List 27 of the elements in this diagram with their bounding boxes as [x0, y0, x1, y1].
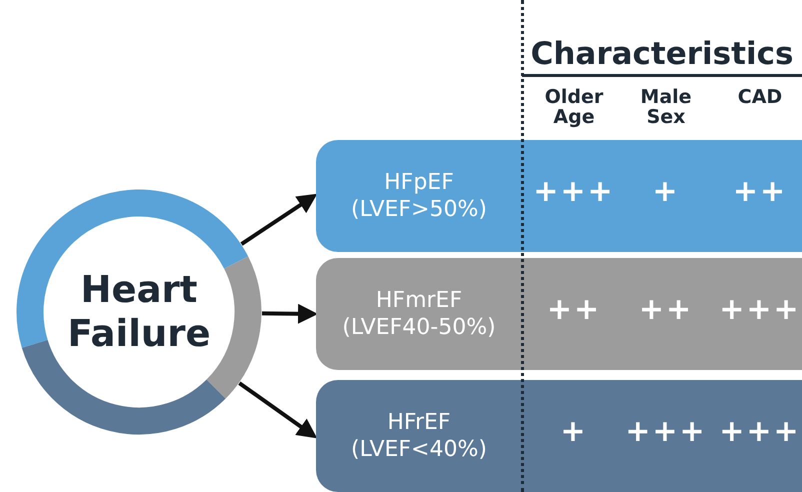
arrow — [262, 304, 318, 324]
rating-marks: +++ — [532, 174, 616, 209]
arrow — [238, 381, 318, 438]
rating-marks: ++ — [732, 174, 788, 209]
rating-marks: +++ — [624, 414, 708, 449]
rating-marks: +++ — [718, 292, 802, 327]
category-label: (LVEF>50%) — [351, 196, 487, 224]
category-label: (LVEF<40%) — [351, 436, 487, 464]
column-header: Older Age — [544, 88, 604, 128]
category-label: HFmrEF — [376, 286, 462, 314]
section-heading: Characteristics — [522, 36, 802, 77]
ring-title: Heart Failure — [66, 268, 212, 356]
category-band — [316, 140, 802, 252]
arrow — [240, 194, 318, 246]
rating-marks: + — [559, 414, 589, 449]
rating-marks: ++ — [638, 292, 694, 327]
ring-circle — [16, 189, 262, 435]
category-label: HFrEF — [387, 408, 451, 436]
rating-marks: ++ — [546, 292, 602, 327]
rating-marks: + — [651, 174, 681, 209]
column-header: CAD — [736, 88, 784, 108]
category-label: (LVEF40-50%) — [342, 314, 496, 342]
column-header: Male Sex — [639, 88, 693, 128]
category-label: HFpEF — [384, 168, 454, 196]
category-band — [316, 258, 802, 370]
category-band — [316, 380, 802, 492]
rating-marks: +++ — [718, 414, 802, 449]
